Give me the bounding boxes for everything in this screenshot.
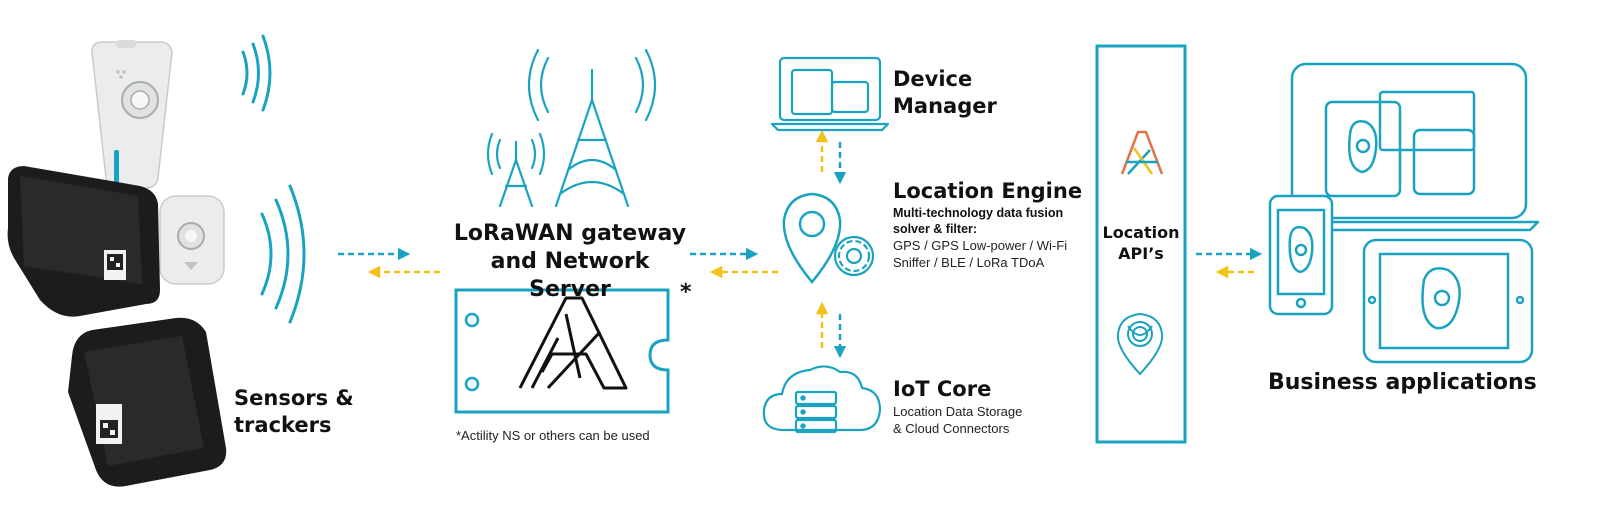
gateway-asterisk: * (680, 280, 692, 305)
black-sensor-bottom (68, 317, 227, 487)
location-pin-logo-icon (1116, 312, 1164, 376)
gateway-title-line1: LoRaWAN gateway (453, 221, 687, 246)
gear-icon (833, 235, 875, 277)
laptop-icon (770, 56, 890, 132)
gateway-footnote: *Actility NS or others can be used (456, 428, 650, 443)
iot-core-title: IoT Core (893, 377, 992, 401)
location-engine-sub-2: Sniffer / BLE / LoRa TDoA (893, 255, 1045, 270)
gateway-title: LoRaWAN gateway and Network Server (450, 220, 690, 304)
iot-core-block: IoT Core Location Data Storage & Cloud C… (893, 376, 1073, 437)
location-engine-sub-1: GPS / GPS Low-power / Wi-Fi (893, 238, 1068, 253)
device-manager-line2: Manager (893, 94, 997, 118)
actility-logo-icon (1120, 130, 1164, 175)
radio-waves-icon (241, 34, 306, 324)
location-engine-sub-bold-2: solver & filter: (893, 222, 978, 236)
location-engine-sub-bold-1: Multi-technology data fusion (893, 206, 1064, 220)
network-server-box (454, 288, 670, 414)
location-api-panel (1095, 44, 1187, 444)
location-api-line1: Location (1102, 223, 1180, 242)
antenna-tower-icon (486, 48, 656, 208)
device-manager-title: Device Manager (893, 66, 997, 120)
location-engine-title: Location Engine (893, 179, 1083, 203)
location-api-title: Location API’s (1097, 222, 1185, 264)
black-sensor-top (7, 166, 160, 317)
actility-a-logo (518, 296, 628, 390)
map-pin-icon (782, 192, 842, 284)
iot-core-sub-2: & Cloud Connectors (893, 421, 1010, 436)
phone-icon (1268, 194, 1334, 316)
sensors-label-line1: Sensors & (234, 386, 354, 410)
monitor-icon (1276, 62, 1540, 232)
white-tracker-large (91, 40, 173, 189)
white-tracker-small (159, 195, 225, 285)
sensors-label-line2: trackers (234, 413, 332, 437)
iot-core-sub-1: Location Data Storage (893, 404, 1023, 419)
location-api-line2: API’s (1118, 244, 1164, 263)
gateway-title-line2: and Network Server (490, 249, 650, 302)
arrows (338, 129, 1263, 359)
tablet-icon (1362, 238, 1534, 364)
location-engine-block: Location Engine Multi-technology data fu… (893, 178, 1083, 271)
sensors-label: Sensors & trackers (234, 385, 354, 439)
business-applications-title: Business applications (1268, 370, 1537, 395)
cloud-server-icon (762, 365, 882, 434)
device-manager-line1: Device (893, 67, 973, 91)
